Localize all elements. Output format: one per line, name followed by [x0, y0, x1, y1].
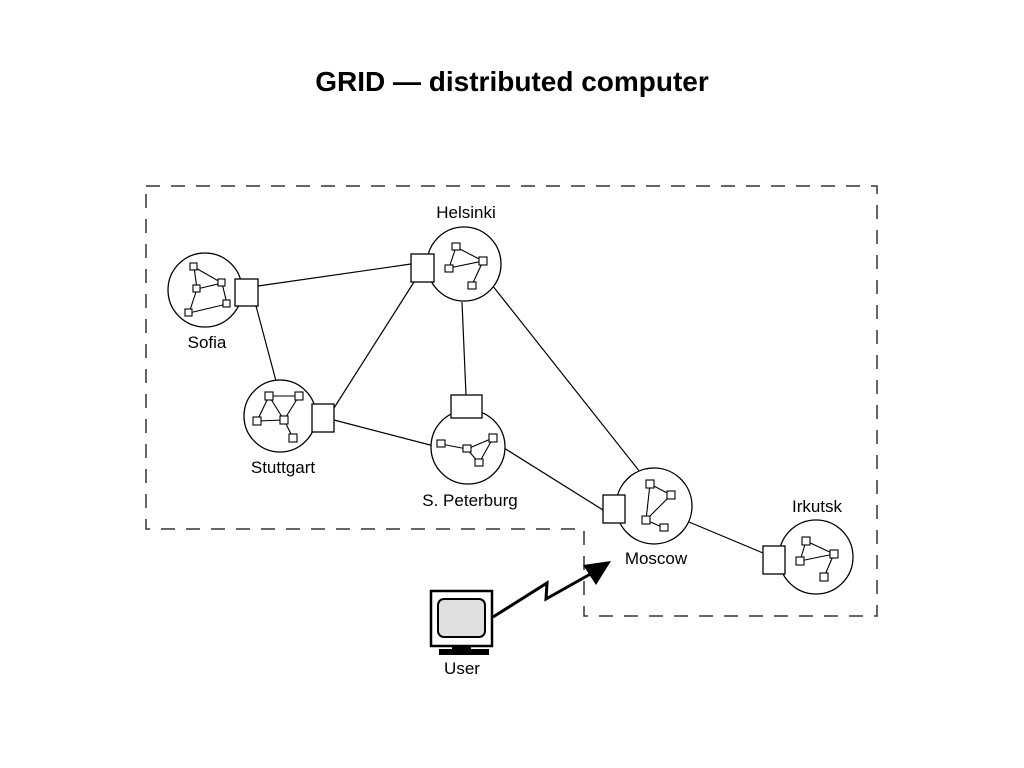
node-label-peterburg: S. Peterburg	[422, 491, 517, 510]
user-label: User	[444, 659, 480, 678]
computer-monitor-icon	[429, 589, 494, 655]
node-peterburg[interactable]: S. Peterburg	[422, 394, 518, 510]
link-sofia-helsinki	[257, 263, 412, 287]
node-label-irkutsk: Irkutsk	[792, 497, 843, 516]
site-circle	[167, 252, 243, 328]
node-label-moscow: Moscow	[625, 549, 688, 568]
link-helsinki-moscow	[491, 284, 641, 473]
node-label-sofia: Sofia	[188, 333, 227, 352]
node-irkutsk[interactable]: Irkutsk	[762, 497, 854, 595]
link-stuttgart-peterburg	[333, 419, 435, 447]
link-peterburg-moscow	[503, 447, 604, 511]
site-circle	[426, 226, 502, 302]
site-circle	[615, 467, 693, 545]
diagram-title: GRID — distributed computer	[315, 66, 709, 97]
gateway-box	[762, 545, 786, 575]
node-stuttgart[interactable]: Stuttgart	[243, 379, 335, 477]
user-terminal[interactable]: User	[429, 589, 494, 678]
gateway-box	[602, 494, 626, 524]
link-stuttgart-helsinki	[333, 281, 415, 409]
link-moscow-irkutsk	[688, 521, 764, 554]
computer-icons	[184, 262, 231, 317]
node-label-stuttgart: Stuttgart	[251, 458, 316, 477]
link-sofia-stuttgart	[255, 305, 277, 382]
node-label-helsinki: Helsinki	[436, 203, 496, 222]
gateway-box	[234, 278, 259, 307]
gateway-box	[410, 253, 435, 283]
node-sofia[interactable]: Sofia	[167, 252, 259, 352]
connection-arrow-icon	[492, 561, 611, 619]
node-helsinki[interactable]: Helsinki	[410, 203, 502, 302]
network-links	[255, 263, 764, 554]
gateway-box	[450, 394, 483, 419]
node-moscow[interactable]: Moscow	[602, 467, 693, 568]
site-circle	[778, 519, 854, 595]
gateway-box	[311, 403, 335, 433]
link-helsinki-peterburg	[461, 301, 467, 396]
grid-boundary	[145, 185, 878, 617]
